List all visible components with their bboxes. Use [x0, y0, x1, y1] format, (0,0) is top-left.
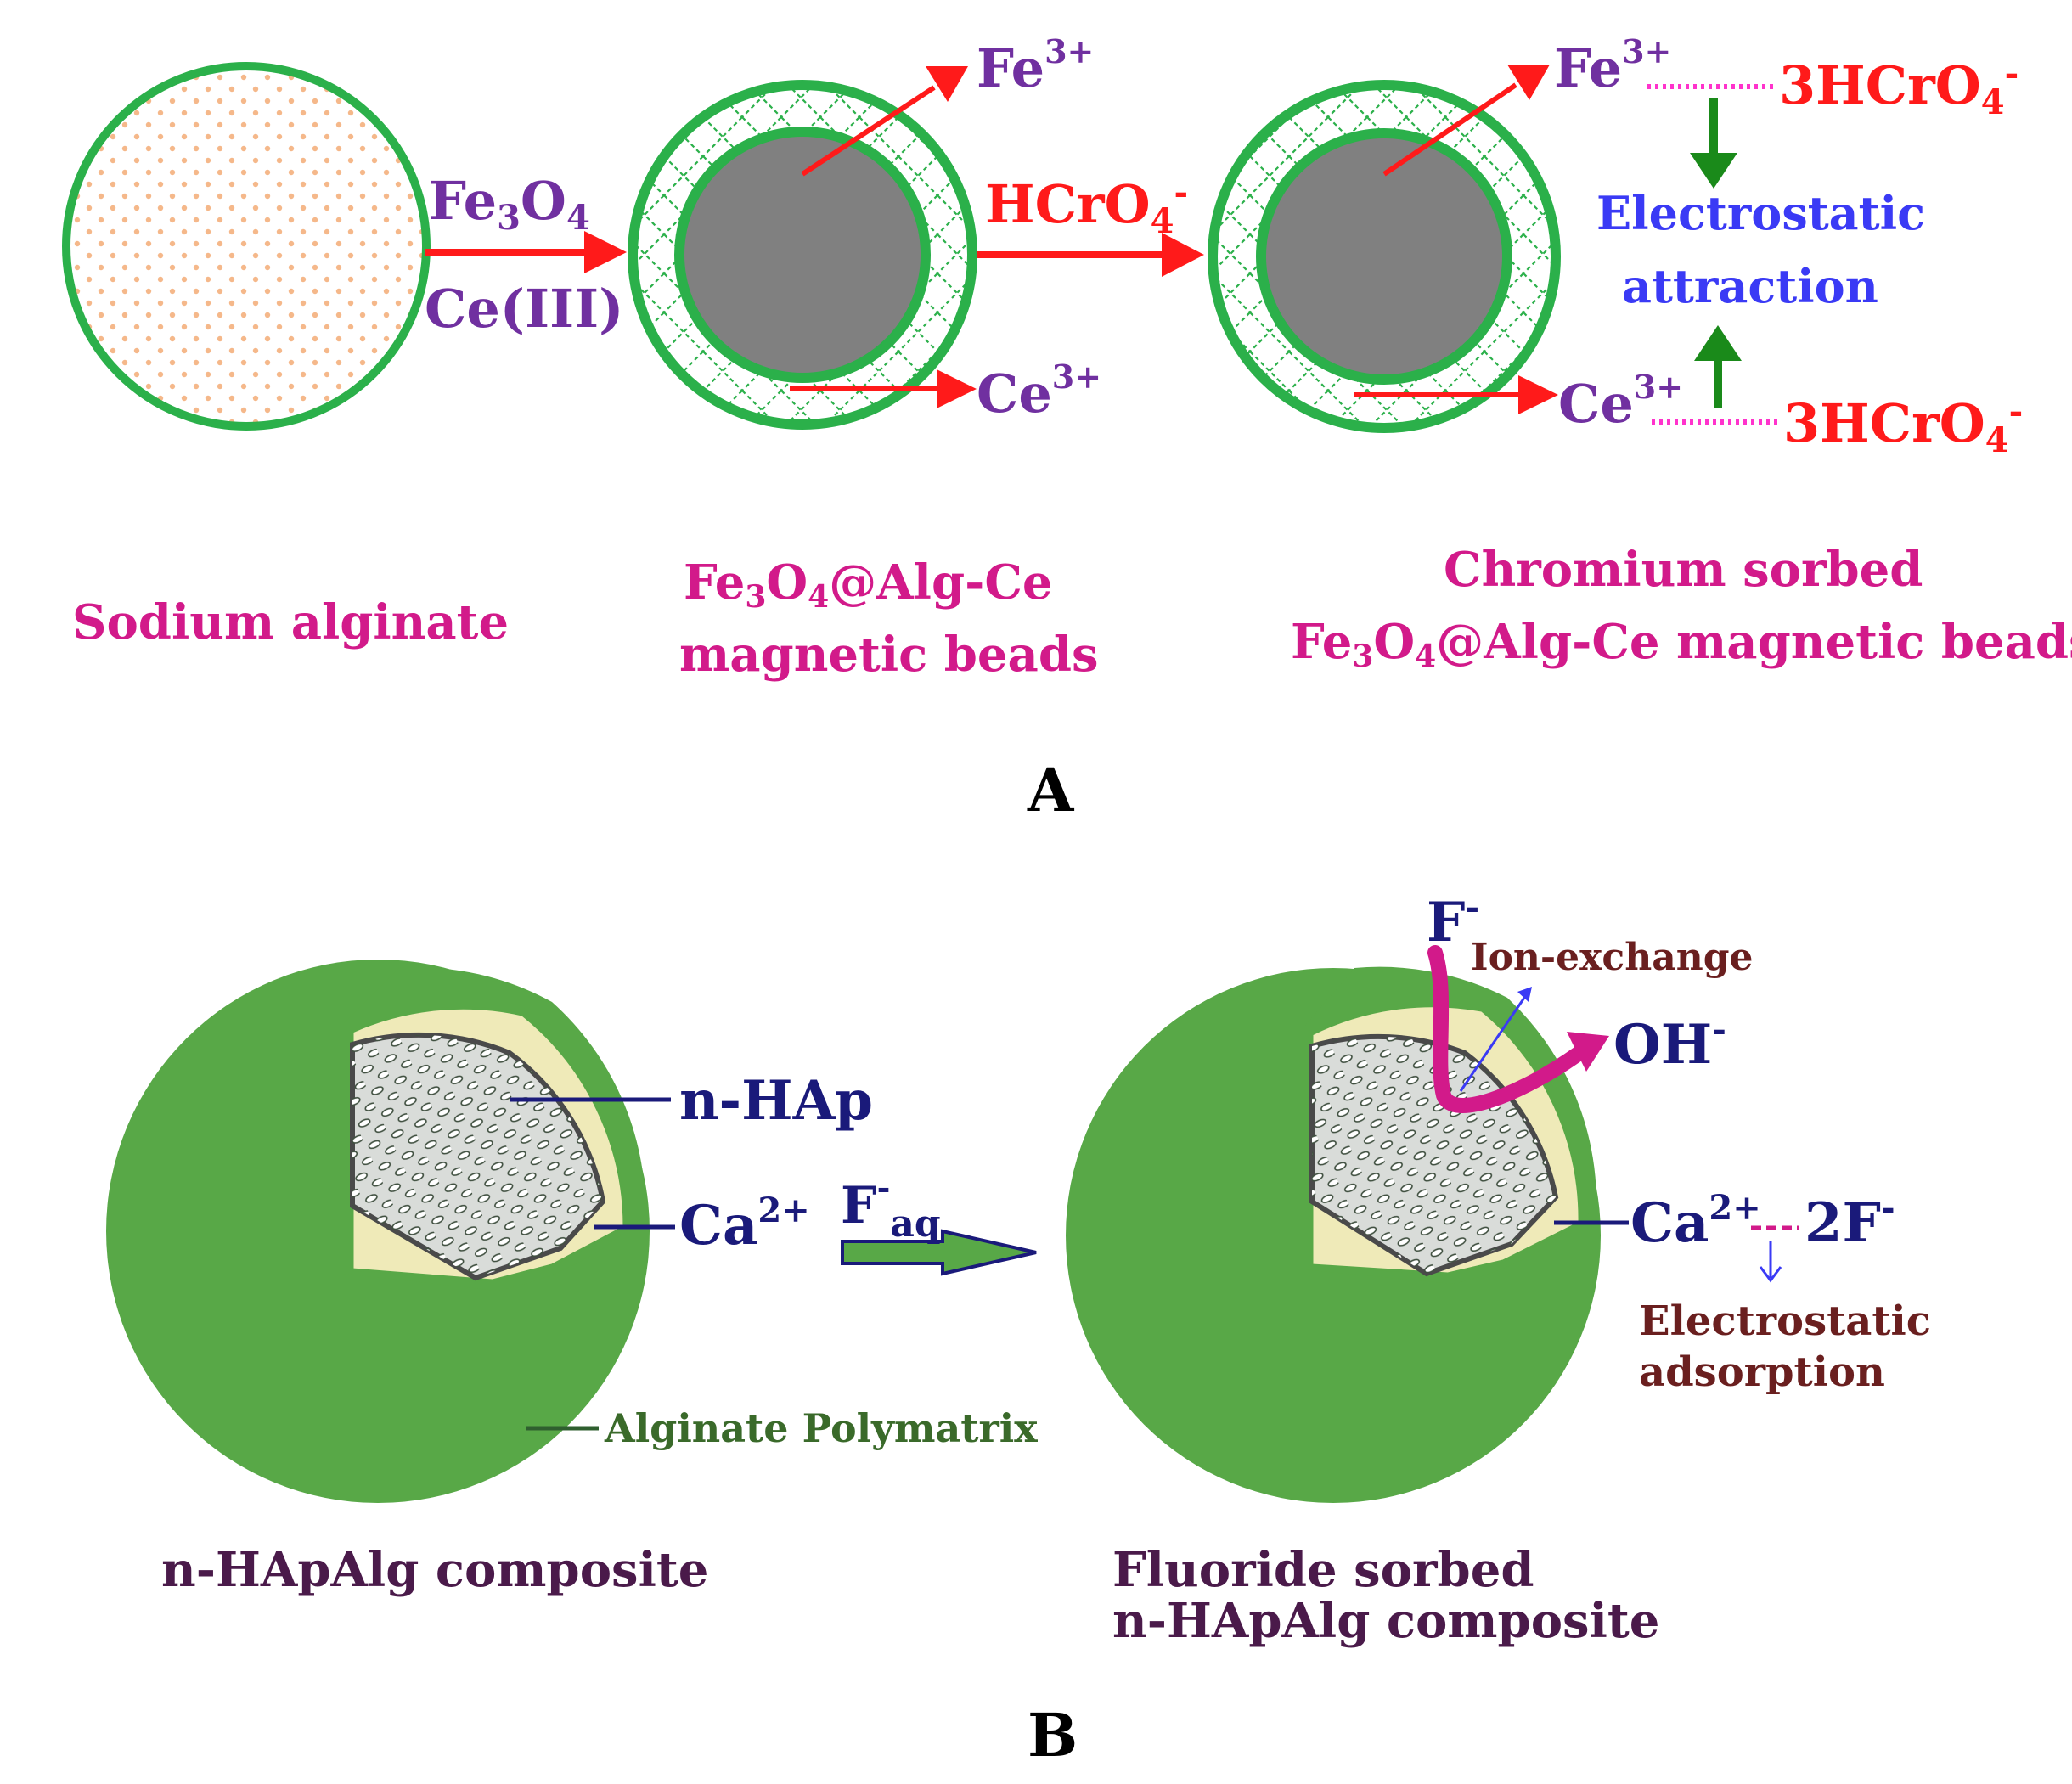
electrostatic-label: Electrostatic: [1596, 186, 1925, 240]
oh-ion-label: OH-: [1613, 1010, 1726, 1077]
caption-sodium-alginate: Sodium alginate: [72, 594, 509, 650]
ion-exchange-swoosh: [1427, 945, 1609, 1113]
electrostatic-arrow-up: [1694, 325, 1742, 408]
reagent-ce-iii: Ce(III): [425, 278, 623, 340]
fe-bind-arrow: [1382, 65, 1550, 177]
caption-fluoride-line2: n-HApAlg composite: [1112, 1593, 1659, 1649]
fluoride-sorbed-composite: [1066, 966, 1601, 1503]
chromium-sorbed-bead: [1208, 80, 1561, 433]
fluoride-block-arrow: [841, 1229, 1037, 1276]
fe-release-arrow: [801, 66, 968, 177]
panel-label-b: B: [1028, 1700, 1078, 1770]
fe3-ion-label: Fe3+: [977, 32, 1094, 99]
caption-magnetic-beads-line2: magnetic beads: [679, 627, 1099, 683]
electrostatic-adsorption-line1: Electrostatic: [1639, 1297, 1931, 1345]
step2-arrow: [977, 233, 1204, 277]
ion-exchange-label: Ion-exchange: [1471, 936, 1753, 979]
caption-magnetic-beads-line1: Fe3O4@Alg-Ce: [684, 554, 1053, 615]
reagent-hcro4: HCrO4-: [985, 172, 1188, 241]
ion-exchange-pointer: [1459, 987, 1532, 1092]
ce3-ion-label-2: Ce3+: [1558, 368, 1683, 435]
magnetic-bead: [628, 80, 977, 430]
ce3-ion-label: Ce3+: [977, 357, 1101, 425]
sodium-alginate-bead: [62, 62, 431, 431]
caption-fluoride-line1: Fluoride sorbed: [1112, 1542, 1534, 1598]
fe3-ion-label-2: Fe3+: [1554, 32, 1671, 99]
alginate-polymatrix-label: Alginate Polymatrix: [604, 1405, 1038, 1451]
nhapalg-composite: [106, 960, 650, 1503]
caption-nhapalg-composite: n-HApAlg composite: [161, 1542, 708, 1598]
electrostatic-arrow-down: [1690, 98, 1737, 189]
ca-label: Ca2+: [679, 1190, 810, 1258]
chromate-label-bottom: 3HCrO4-: [1783, 391, 2023, 460]
two-f-label: 2F-: [1805, 1188, 1895, 1255]
electrostatic-adsorption-pointer: [1759, 1241, 1782, 1283]
caption-chromium-line1: Chromium sorbed: [1444, 542, 1923, 598]
panel-a: Fe3O4 Ce(III) Fe3+ Ce3+ HCrO4-: [62, 32, 2072, 825]
step1-arrow: [425, 231, 627, 273]
f-ion-label: F-: [1427, 887, 1479, 954]
nhap-label: n-HAp: [679, 1069, 873, 1133]
attraction-label: attraction: [1622, 259, 1878, 313]
panel-label-a: A: [1027, 755, 1075, 825]
ce-release-arrow: [790, 369, 977, 408]
fluoride-reagent-label: F-aq: [841, 1168, 941, 1246]
ce-bind-arrow: [1354, 375, 1558, 414]
panel-b: n-HAp Ca2+ Alginate Polymatrix F-aq F- I…: [106, 887, 1931, 1770]
reagent-fe3o4: Fe3O4: [429, 170, 590, 238]
chromate-label-top: 3HCrO4-: [1779, 53, 2019, 122]
caption-chromium-line2: Fe3O4@Alg-Ce magnetic beads: [1291, 614, 2072, 674]
ca-label-2: Ca2+: [1630, 1188, 1761, 1255]
electrostatic-adsorption-line2: adsorption: [1639, 1348, 1885, 1396]
